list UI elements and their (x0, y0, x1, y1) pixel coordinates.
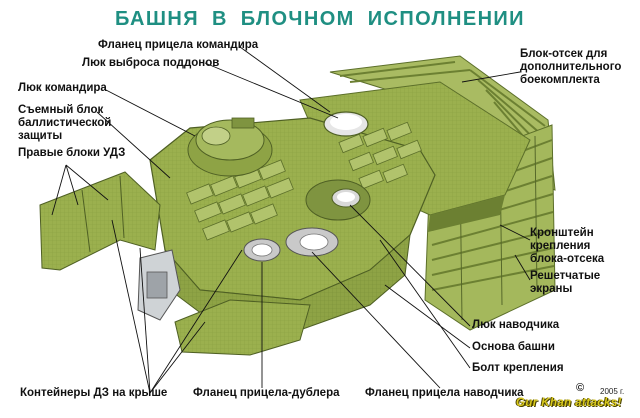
label-ammo-compartment-line2: дополнительного (520, 61, 621, 74)
label-bracket-line1: Кронштейн (530, 227, 604, 240)
label-turret-base: Основа башни (472, 341, 555, 354)
gunner-hatch (306, 180, 370, 220)
label-bracket: Кронштейн крепления блока-отсека (530, 227, 604, 266)
label-backup-sight-flange: Фланец прицела-дублера (193, 387, 340, 400)
right-era-blocks (40, 172, 160, 270)
gunner-sight-flange (286, 228, 338, 256)
label-roof-era-containers: Контейнеры ДЗ на крыше (20, 387, 167, 400)
label-ammo-compartment-line1: Блок-отсек для (520, 48, 621, 61)
label-pallet-ejection-hatch: Люк выброса поддонов (82, 57, 219, 70)
credit-year: 2005 г. (600, 387, 624, 396)
label-removable-block-line2: баллистической (18, 117, 111, 130)
label-slat-screens: Решетчатые экраны (530, 270, 600, 296)
label-ammo-compartment-line3: боекомплекта (520, 74, 621, 87)
label-commander-sight-flange: Фланец прицела командира (98, 39, 258, 52)
author-signature: Gur Khan attacks! (516, 397, 622, 409)
label-slat-screens-line1: Решетчатые (530, 270, 600, 283)
label-removable-block: Съемный блок баллистической защиты (18, 104, 111, 143)
pallet-ejection-hatch (324, 112, 368, 136)
copyright-mark: © (576, 382, 584, 394)
label-mount-bolt: Болт крепления (472, 362, 564, 375)
label-commander-hatch: Люк командира (18, 82, 107, 95)
label-gunner-sight-flange: Фланец прицела наводчика (365, 387, 524, 400)
backup-sight-flange (244, 239, 280, 261)
label-ammo-compartment: Блок-отсек для дополнительного боекомпле… (520, 48, 621, 87)
label-bracket-line2: крепления (530, 240, 604, 253)
label-bracket-line3: блока-отсека (530, 253, 604, 266)
label-gunner-hatch: Люк наводчика (472, 319, 559, 332)
label-removable-block-line3: защиты (18, 130, 111, 143)
label-removable-block-line1: Съемный блок (18, 104, 111, 117)
label-slat-screens-line2: экраны (530, 283, 600, 296)
label-right-era-blocks: Правые блоки УДЗ (18, 147, 125, 160)
